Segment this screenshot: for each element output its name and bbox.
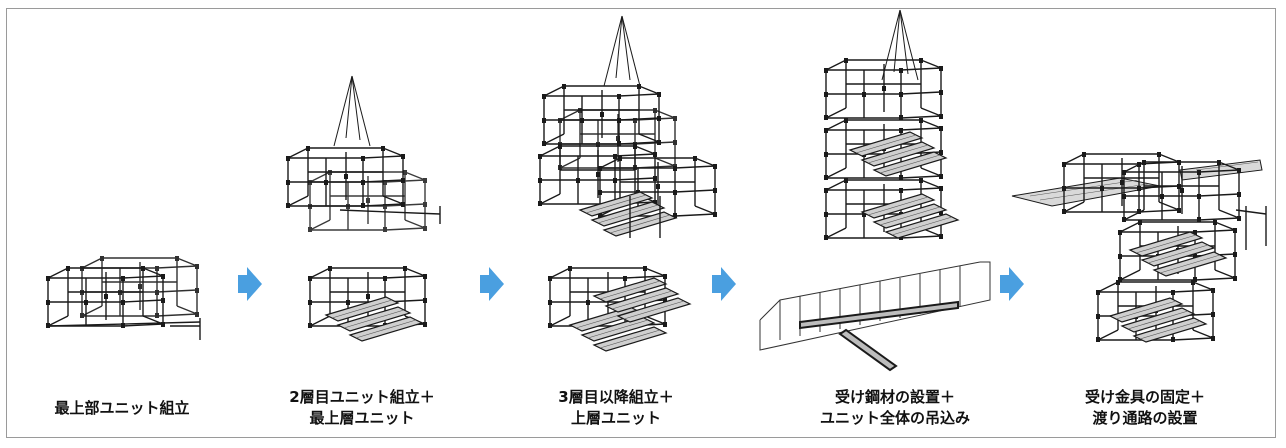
- step-5-illustration: [1011, 151, 1267, 343]
- step-3-illustration: [537, 15, 718, 352]
- step-4-illustration: [759, 9, 991, 372]
- step-1-label: 最上部ユニット組立: [54, 399, 190, 417]
- arrow-right-icon: [712, 267, 736, 301]
- header-strip: [0, 0, 430, 8]
- arrow-right-icon: [238, 267, 262, 301]
- step-4-label: 受け鋼材の設置＋ ユニット全体の吊込み: [819, 388, 970, 427]
- step-2-label: 2層目ユニット組立＋ 最上層ユニット: [289, 388, 435, 427]
- step-1-illustration: [45, 255, 201, 340]
- arrow-right-icon: [480, 267, 504, 301]
- arrow-right-icon: [1000, 267, 1024, 301]
- step-3-label: 3層目以降組立＋ 上層ユニット: [558, 388, 674, 427]
- step-2-illustration: [285, 75, 441, 342]
- step-5-label: 受け金具の固定＋ 渡り通路の設置: [1084, 388, 1205, 427]
